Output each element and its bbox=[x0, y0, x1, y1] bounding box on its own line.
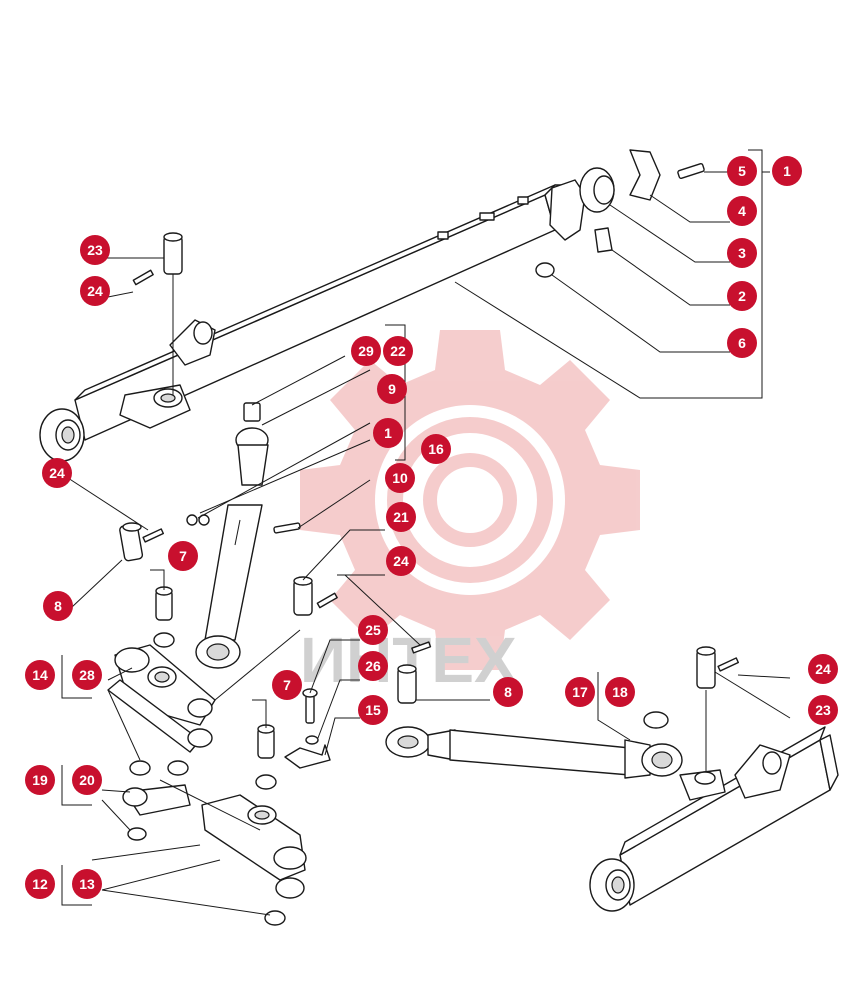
pin-7-left bbox=[150, 569, 173, 621]
callout-1[interactable]: 1 bbox=[772, 156, 802, 186]
svg-text:21: 21 bbox=[393, 509, 409, 525]
svg-text:24: 24 bbox=[87, 283, 103, 299]
svg-text:7: 7 bbox=[283, 677, 291, 693]
svg-text:3: 3 bbox=[738, 245, 746, 261]
svg-text:25: 25 bbox=[365, 622, 381, 638]
callout-28[interactable]: 28 bbox=[72, 660, 102, 690]
svg-text:2: 2 bbox=[738, 288, 746, 304]
callout-26[interactable]: 26 bbox=[358, 651, 388, 681]
svg-text:1: 1 bbox=[384, 425, 392, 441]
callout-22[interactable]: 22 bbox=[383, 336, 413, 366]
callout-5[interactable]: 5 bbox=[727, 156, 757, 186]
callout-25[interactable]: 25 bbox=[358, 615, 388, 645]
svg-text:16: 16 bbox=[428, 441, 444, 457]
svg-text:15: 15 bbox=[365, 702, 381, 718]
svg-text:7: 7 bbox=[179, 548, 187, 564]
watermark-gear-logo bbox=[300, 330, 640, 670]
svg-text:13: 13 bbox=[79, 876, 95, 892]
svg-text:24: 24 bbox=[49, 465, 65, 481]
callout-16[interactable]: 16 bbox=[421, 434, 451, 464]
callout-15[interactable]: 15 bbox=[358, 695, 388, 725]
clamp-assembly bbox=[535, 149, 730, 353]
callout-24-top[interactable]: 24 bbox=[80, 276, 110, 306]
svg-text:29: 29 bbox=[358, 343, 374, 359]
svg-text:28: 28 bbox=[79, 667, 95, 683]
svg-text:5: 5 bbox=[738, 163, 746, 179]
callout-8-right[interactable]: 8 bbox=[493, 677, 523, 707]
callout-1-mid[interactable]: 1 bbox=[373, 418, 403, 448]
lower-link-center bbox=[61, 699, 307, 926]
callout-9[interactable]: 9 bbox=[377, 374, 407, 404]
svg-text:24: 24 bbox=[815, 661, 831, 677]
svg-text:4: 4 bbox=[738, 203, 746, 219]
callout-18[interactable]: 18 bbox=[605, 677, 635, 707]
callout-17[interactable]: 17 bbox=[565, 677, 595, 707]
telescopic-link-left bbox=[186, 355, 371, 669]
callout-6[interactable]: 6 bbox=[727, 328, 757, 358]
lower-arm-right bbox=[589, 646, 839, 912]
svg-text:24: 24 bbox=[393, 553, 409, 569]
svg-text:20: 20 bbox=[79, 772, 95, 788]
svg-text:23: 23 bbox=[815, 702, 831, 718]
svg-text:12: 12 bbox=[32, 876, 48, 892]
svg-text:14: 14 bbox=[32, 667, 48, 683]
callout-4[interactable]: 4 bbox=[727, 196, 757, 226]
svg-text:10: 10 bbox=[392, 470, 408, 486]
svg-text:9: 9 bbox=[388, 381, 396, 397]
lower-link-left bbox=[101, 629, 301, 841]
callout-12[interactable]: 12 bbox=[25, 869, 55, 899]
callout-3[interactable]: 3 bbox=[727, 238, 757, 268]
callout-24-center[interactable]: 24 bbox=[386, 546, 416, 576]
pin-21-center bbox=[293, 529, 385, 616]
callout-14[interactable]: 14 bbox=[25, 660, 55, 690]
svg-text:17: 17 bbox=[572, 684, 588, 700]
callout-21[interactable]: 21 bbox=[386, 502, 416, 532]
svg-text:1: 1 bbox=[783, 163, 791, 179]
pin-23-upper bbox=[103, 232, 183, 395]
svg-text:6: 6 bbox=[738, 335, 746, 351]
callout-20[interactable]: 20 bbox=[72, 765, 102, 795]
callout-24-right[interactable]: 24 bbox=[808, 654, 838, 684]
svg-text:19: 19 bbox=[32, 772, 48, 788]
callout-10[interactable]: 10 bbox=[385, 463, 415, 493]
svg-text:26: 26 bbox=[365, 658, 381, 674]
callout-13[interactable]: 13 bbox=[72, 869, 102, 899]
callout-23-right[interactable]: 23 bbox=[808, 695, 838, 725]
svg-text:18: 18 bbox=[612, 684, 628, 700]
svg-text:8: 8 bbox=[504, 684, 512, 700]
pin-24-center bbox=[316, 574, 432, 654]
callout-7-center[interactable]: 7 bbox=[272, 670, 302, 700]
callout-24-left[interactable]: 24 bbox=[42, 458, 72, 488]
callout-19[interactable]: 19 bbox=[25, 765, 55, 795]
svg-text:23: 23 bbox=[87, 242, 103, 258]
callout-8-left[interactable]: 8 bbox=[43, 591, 73, 621]
pin-24-upper bbox=[102, 269, 154, 299]
svg-text:22: 22 bbox=[390, 343, 406, 359]
pin-24-mid-left bbox=[67, 477, 165, 543]
pin-8-left bbox=[71, 522, 144, 608]
callout-2[interactable]: 2 bbox=[727, 281, 757, 311]
callout-29[interactable]: 29 bbox=[351, 336, 381, 366]
adjustable-link-right bbox=[385, 664, 683, 779]
callout-23-top[interactable]: 23 bbox=[80, 235, 110, 265]
callout-7-left[interactable]: 7 bbox=[168, 541, 198, 571]
bolt-25-26-15 bbox=[284, 639, 360, 769]
svg-text:8: 8 bbox=[54, 598, 62, 614]
